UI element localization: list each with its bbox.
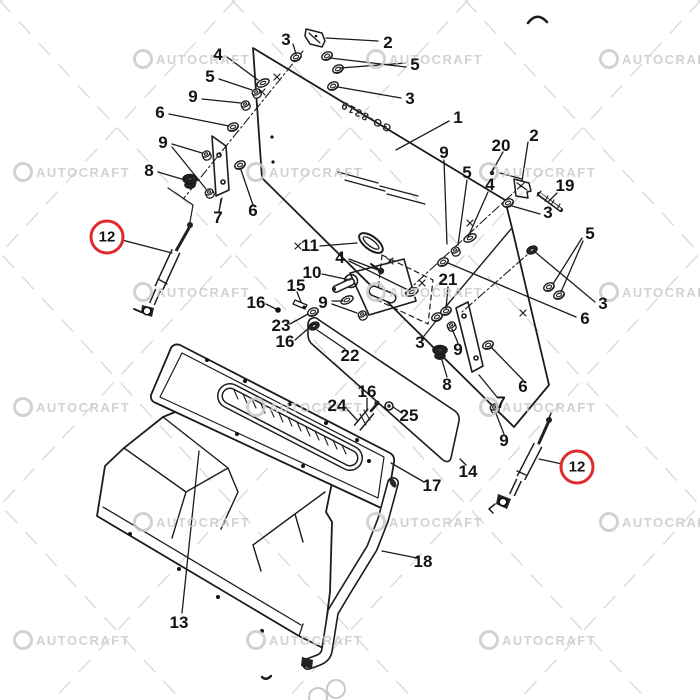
callout-22: 22 bbox=[340, 346, 360, 365]
callout-1: 1 bbox=[453, 108, 463, 127]
callout-2: 2 bbox=[383, 33, 393, 52]
callout-15: 15 bbox=[286, 276, 306, 295]
part-17-window-frame bbox=[149, 343, 396, 509]
callout-5: 5 bbox=[462, 163, 472, 182]
callout-5: 5 bbox=[585, 224, 595, 243]
callout-9: 9 bbox=[158, 133, 168, 152]
callout-24: 24 bbox=[327, 396, 347, 415]
callout-2: 2 bbox=[529, 126, 539, 145]
part-19-pin bbox=[536, 190, 564, 213]
bottom-marks bbox=[260, 674, 346, 700]
callout-25: 25 bbox=[399, 406, 419, 425]
callout-12-circled: 12 bbox=[89, 219, 125, 255]
callout-12-circled: 12 bbox=[559, 449, 595, 485]
callout-9: 9 bbox=[453, 340, 463, 359]
part-2-clip-right bbox=[513, 178, 532, 199]
callout-3: 3 bbox=[281, 30, 291, 49]
part-7-bracket-plate-right bbox=[455, 301, 484, 373]
callout-4: 4 bbox=[485, 175, 495, 194]
callout-9: 9 bbox=[188, 87, 198, 106]
part-15-clip bbox=[275, 299, 308, 313]
callout-18: 18 bbox=[413, 552, 433, 571]
callout-5: 5 bbox=[205, 67, 215, 86]
callout-23: 23 bbox=[271, 316, 291, 335]
part-11-oval-grommet bbox=[358, 232, 384, 254]
callout-9: 9 bbox=[499, 431, 509, 450]
callout-3: 3 bbox=[415, 333, 425, 352]
part-24-hinge-pin bbox=[353, 400, 394, 431]
callout-8: 8 bbox=[144, 161, 154, 180]
callout-7: 7 bbox=[496, 393, 506, 412]
fasteners bbox=[182, 49, 567, 416]
assembly-axis-lines bbox=[183, 50, 537, 313]
callout-20: 20 bbox=[491, 136, 511, 155]
callout-16: 16 bbox=[357, 382, 377, 401]
leader-lines bbox=[121, 37, 596, 614]
part-1-upper-panel bbox=[252, 47, 550, 428]
part-2-clip-top bbox=[304, 28, 326, 48]
callout-16: 16 bbox=[246, 293, 266, 312]
top-edge-arc bbox=[526, 15, 549, 25]
callout-13: 13 bbox=[169, 613, 189, 632]
callout-10: 10 bbox=[302, 263, 322, 282]
part-14-visor-panel bbox=[307, 316, 460, 463]
callout-19: 19 bbox=[555, 176, 575, 195]
callout-14: 14 bbox=[458, 462, 478, 481]
callout-3: 3 bbox=[405, 89, 415, 108]
callout-8: 8 bbox=[442, 375, 452, 394]
part-18-frame-tube bbox=[301, 477, 399, 670]
callout-4: 4 bbox=[213, 45, 223, 64]
callout-6: 6 bbox=[155, 103, 165, 122]
callout-9: 9 bbox=[318, 293, 328, 312]
part-12-gas-strut-left bbox=[133, 187, 194, 317]
callout-9: 9 bbox=[439, 143, 449, 162]
part-13-body-panel bbox=[96, 402, 336, 649]
callout-11: 11 bbox=[301, 236, 319, 255]
part-12-gas-strut-right bbox=[488, 412, 552, 514]
callout-6: 6 bbox=[248, 201, 258, 220]
callout-6: 6 bbox=[580, 309, 590, 328]
callout-17: 17 bbox=[422, 476, 442, 495]
callout-7: 7 bbox=[213, 208, 223, 227]
part-10-latch-assembly bbox=[332, 258, 417, 316]
callout-3: 3 bbox=[543, 203, 553, 222]
callout-16: 16 bbox=[275, 332, 295, 351]
callout-5: 5 bbox=[410, 55, 420, 74]
callout-6: 6 bbox=[518, 377, 528, 396]
alignment-dash-box bbox=[376, 254, 434, 325]
callout-3: 3 bbox=[598, 294, 608, 313]
callout-21: 21 bbox=[438, 270, 458, 289]
callout-4: 4 bbox=[335, 248, 345, 267]
